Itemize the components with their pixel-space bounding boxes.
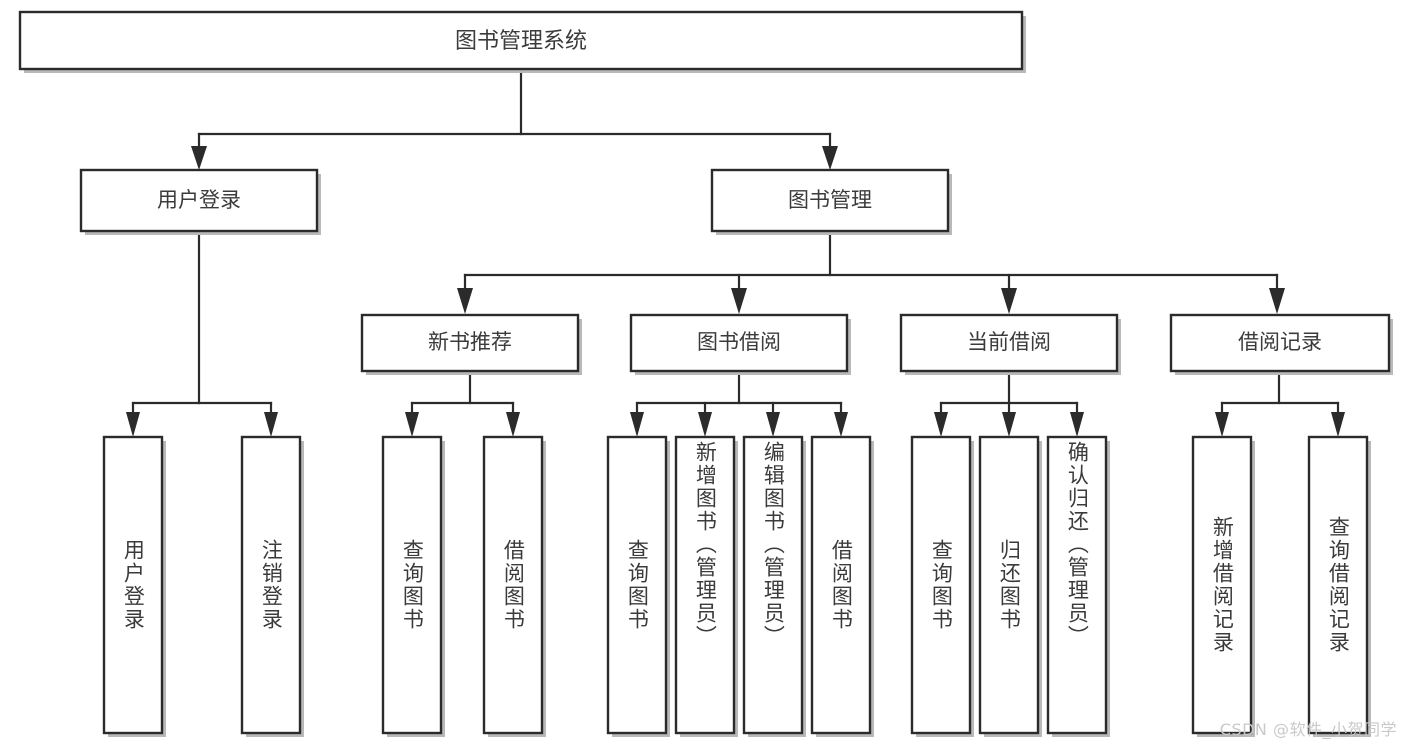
arrow-head-leaf-current-3	[1070, 412, 1084, 437]
node-current-borrow-box[interactable]	[899, 313, 1119, 373]
leaf-user-login-1-box[interactable]	[102, 435, 164, 735]
leaf-borrow-4-box[interactable]	[810, 435, 872, 735]
leaf-borrow-1-box[interactable]	[606, 435, 668, 735]
leaf-new-book-1-box[interactable]	[381, 435, 443, 735]
arrow-head-leaf-borrow-3	[766, 412, 780, 437]
node-current-borrow[interactable]: 当前借阅	[899, 313, 1121, 375]
node-borrow-records[interactable]: 借阅记录	[1169, 313, 1393, 375]
arrow-head-user-login	[191, 146, 207, 170]
node-user-login-box[interactable]	[79, 168, 319, 233]
arrow-head-leaf-records-1	[1215, 412, 1229, 437]
node-new-book-recommend-label: 新书推荐	[428, 330, 512, 354]
arrow-head-leaf-borrow-1	[630, 412, 644, 437]
node-new-book-recommend[interactable]: 新书推荐	[360, 313, 582, 375]
node-root-label: 图书管理系统	[455, 29, 587, 54]
arrow-head-leaf-current-2	[1002, 412, 1016, 437]
node-current-borrow-label: 当前借阅	[967, 330, 1051, 354]
node-book-management[interactable]: 图书管理	[710, 168, 952, 235]
watermark-text: CSDN @软件_小贺同学	[1219, 720, 1397, 739]
leaf-records-1-box[interactable]	[1191, 435, 1253, 735]
node-new-book-recommend-box[interactable]	[360, 313, 580, 373]
arrow-head-book-mgmt	[822, 146, 838, 170]
node-user-login[interactable]: 用户登录	[79, 168, 321, 235]
leaf-user-login-2-box[interactable]	[240, 435, 302, 735]
leaf-borrow-3-box[interactable]	[742, 435, 804, 735]
arrow-head-leaf-newbook-1	[405, 412, 419, 437]
node-book-management-box[interactable]	[710, 168, 950, 233]
leaf-records-2-box[interactable]	[1307, 435, 1369, 735]
arrow-head-leaf-records-2	[1331, 412, 1345, 437]
arrow-head-current	[1001, 288, 1017, 314]
arrow-head-leaf-borrow-4	[834, 412, 848, 437]
leaf-current-1-box[interactable]	[910, 435, 972, 735]
node-book-borrow-box[interactable]	[629, 313, 849, 373]
node-book-management-label: 图书管理	[788, 188, 872, 212]
node-book-borrow-label: 图书借阅	[697, 330, 781, 354]
node-borrow-records-box[interactable]	[1169, 313, 1391, 373]
arrow-head-leaf-newbook-2	[506, 412, 520, 437]
node-borrow-records-label: 借阅记录	[1238, 330, 1322, 354]
arrow-head-leaf-current-1	[934, 412, 948, 437]
arrow-head-new-book	[457, 288, 473, 314]
leaf-new-book-2-box[interactable]	[482, 435, 544, 735]
leaf-current-2-box[interactable]	[978, 435, 1040, 735]
node-root[interactable]: 图书管理系统	[18, 10, 1026, 73]
leaf-box-layer	[102, 435, 1371, 737]
arrow-head-leaf-user-login-2	[264, 412, 278, 437]
arrow-head-records	[1269, 288, 1285, 314]
connector-layer	[126, 68, 1345, 437]
arrow-head-leaf-borrow-2	[698, 412, 712, 437]
leaf-current-3-box[interactable]	[1046, 435, 1108, 735]
node-book-borrow[interactable]: 图书借阅	[629, 313, 851, 375]
node-user-login-label: 用户登录	[157, 188, 241, 212]
leaf-borrow-2-box[interactable]	[674, 435, 736, 735]
arrow-head-leaf-user-login-1	[126, 412, 140, 437]
arrow-head-borrow	[731, 288, 747, 314]
node-root-box[interactable]	[18, 10, 1024, 71]
